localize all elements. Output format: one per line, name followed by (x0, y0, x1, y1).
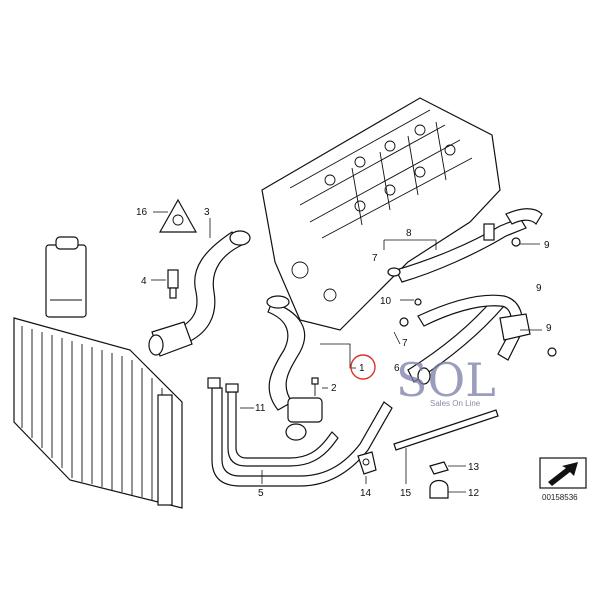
upper-hose (175, 230, 251, 345)
logo-subtitle: Sales On Line (430, 399, 481, 408)
callout-7b: 7 (402, 338, 408, 349)
logo-text: SOL (396, 353, 496, 407)
screw-icon (311, 377, 319, 396)
o-ring-icon (387, 267, 422, 327)
callout-6: 6 (394, 363, 400, 374)
hose-clip-icon (357, 451, 377, 475)
bolt-icon (511, 237, 557, 357)
coolant-pipe-upper (395, 208, 543, 283)
callout-10: 10 (380, 296, 392, 307)
nut-icon (429, 461, 449, 475)
callout-16: 16 (136, 207, 148, 218)
bracket-clamp-icon (429, 479, 449, 499)
heater-hose (407, 297, 505, 385)
expansion-tank (45, 236, 87, 318)
diagram-code: 00158536 (542, 493, 578, 502)
callout-5: 5 (258, 488, 264, 499)
callout-15: 15 (400, 488, 412, 499)
lower-bypass-hose (207, 377, 393, 487)
lower-hose (266, 295, 306, 411)
highlight-circle (350, 354, 376, 380)
callout-3: 3 (204, 207, 210, 218)
cylinder-head (261, 97, 501, 331)
hose-junction (148, 321, 193, 357)
callout-9c: 9 (546, 323, 552, 334)
direction-arrow-icon (539, 457, 587, 489)
temperature-sensor (167, 269, 179, 299)
callout-14: 14 (360, 488, 372, 499)
callout-9a: 9 (544, 240, 550, 251)
warning-sign-icon (158, 198, 198, 233)
callout-labels: 1 2 3 4 5 6 7 7 8 9 9 9 10 11 12 13 14 1… (136, 207, 552, 499)
callout-9b: 9 (536, 283, 542, 294)
pump-outlet (285, 397, 323, 441)
radiator (13, 317, 183, 509)
vent-hose (393, 409, 499, 451)
callout-13: 13 (468, 462, 480, 473)
coolant-pipe-lower (417, 294, 531, 361)
callout-8: 8 (406, 228, 412, 239)
callout-2: 2 (331, 383, 337, 394)
callout-1: 1 (359, 363, 365, 374)
sol-logo: SOL Sales On Line (396, 353, 496, 408)
leader-lines (151, 211, 542, 493)
callout-7a: 7 (372, 253, 378, 264)
callout-11: 11 (255, 403, 266, 414)
callout-4: 4 (141, 276, 147, 287)
callout-12: 12 (468, 488, 480, 499)
